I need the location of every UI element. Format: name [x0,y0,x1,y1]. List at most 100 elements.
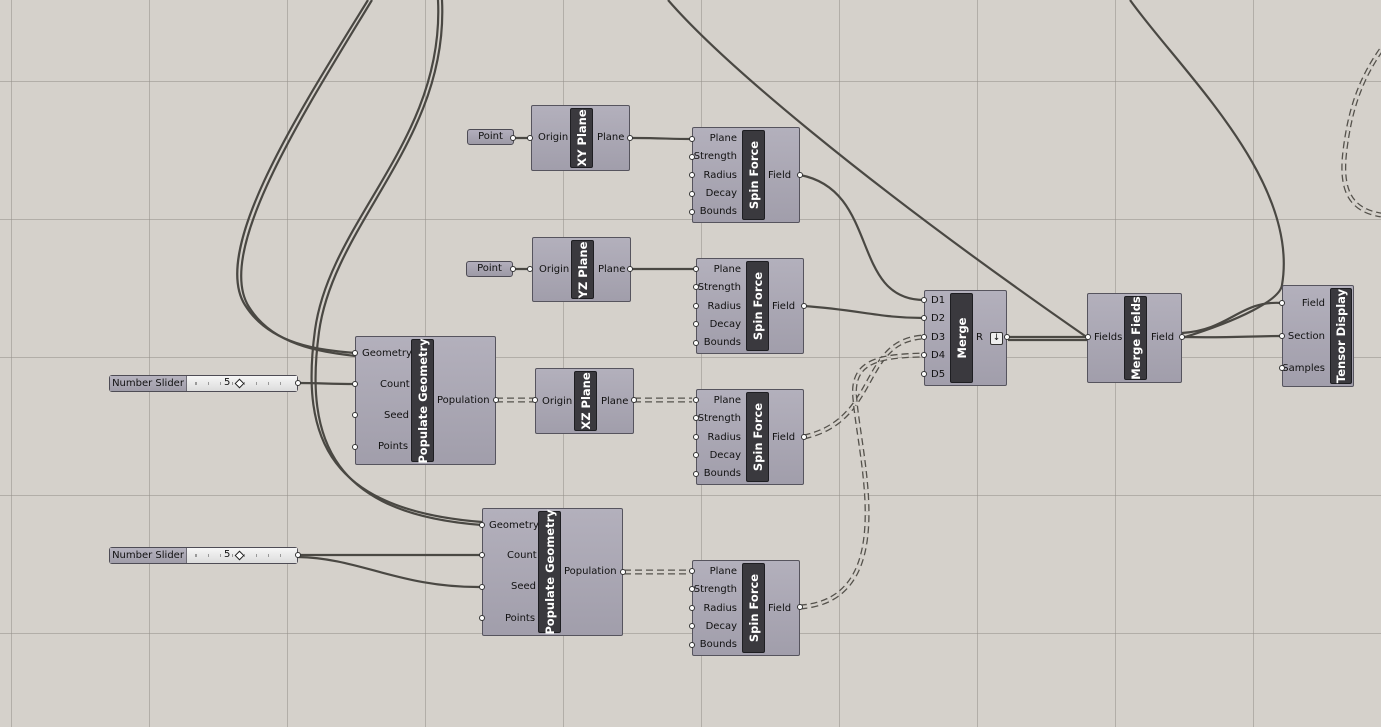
wire-grip[interactable] [479,615,485,621]
wire-grip[interactable] [689,172,695,178]
wire-grip[interactable] [352,444,358,450]
wire-grip[interactable] [627,266,633,272]
wire-grip[interactable] [479,552,485,558]
slider-knob-icon[interactable] [234,550,245,561]
input-strength: Strength [693,584,737,595]
wire [314,0,483,527]
wire-grip[interactable] [510,266,516,272]
wire-grip[interactable] [352,412,358,418]
wire-grip[interactable] [801,303,807,309]
slider-track[interactable]: 5 [187,548,297,563]
input-plane: Plane [709,133,737,144]
spin-force-component[interactable]: Plane Strength Radius Decay Bounds Spin … [692,560,800,656]
wire-grip[interactable] [797,604,803,610]
input-samples: Samples [1282,363,1325,374]
wire-grip[interactable] [689,568,695,574]
input-field: Field [1301,298,1325,309]
wire-grip[interactable] [479,522,485,528]
wire-grip[interactable] [1085,334,1091,340]
spin-force-component[interactable]: Plane Strength Radius Decay Bounds Spin … [696,389,804,485]
wire-grip[interactable] [693,303,699,309]
wire-grip[interactable] [527,266,533,272]
wire-grip[interactable] [689,623,695,629]
slider-knob-icon[interactable] [234,378,245,389]
yz-plane-component[interactable]: Origin YZ Plane Plane [532,237,631,302]
input-plane: Plane [713,395,741,406]
wire-grip[interactable] [689,154,695,160]
populate-geometry-component[interactable]: Geometry Count Seed Points Populate Geom… [482,508,623,636]
flatten-arrow-icon[interactable]: ↓ [990,332,1003,345]
wire-grip[interactable] [693,397,699,403]
populate-geometry-component[interactable]: Geometry Count Seed Points Populate Geom… [355,336,496,465]
wire-grip[interactable] [352,381,358,387]
wire-grip[interactable] [479,584,485,590]
wire-grip[interactable] [689,642,695,648]
point-param[interactable]: Point [466,261,513,277]
output-plane: Plane [598,264,626,275]
spin-force-component[interactable]: Plane Strength Radius Decay Bounds Spin … [696,258,804,354]
wire-grip[interactable] [1004,334,1010,340]
wire-grip[interactable] [1179,334,1185,340]
wire-multi [803,334,925,440]
wire-grip[interactable] [493,397,499,403]
input-strength: Strength [697,282,741,293]
component-nickname: XZ Plane [574,371,597,431]
wire [297,555,483,589]
wire-grip[interactable] [693,415,699,421]
wire-grip[interactable] [797,172,803,178]
input-d3: D3 [931,332,946,343]
wire-multi [799,352,925,610]
xy-plane-component[interactable]: Origin XY Plane Plane [531,105,630,171]
wire-grip[interactable] [693,321,699,327]
wire-grip[interactable] [1279,365,1285,371]
xz-plane-component[interactable]: Origin XZ Plane Plane [535,368,634,434]
wire-grip[interactable] [693,284,699,290]
wire-grip[interactable] [693,471,699,477]
merge-fields-component[interactable]: Fields Merge Fields Field [1087,293,1182,383]
input-bounds: Bounds [703,337,741,348]
wire-grip[interactable] [510,135,516,141]
merge-component[interactable]: D1 D2 D3 D4 D5 Merge R ↓ [924,290,1007,386]
wire [297,381,356,386]
wire [236,0,369,355]
wire-grip[interactable] [921,352,927,358]
wire-grip[interactable] [801,434,807,440]
wire-grip[interactable] [921,315,927,321]
input-plane: Plane [713,264,741,275]
wire-grip[interactable] [693,452,699,458]
wire-grip[interactable] [627,135,633,141]
output-field: Field [772,432,796,443]
wire-grip[interactable] [921,297,927,303]
slider-value: 5 [224,549,231,560]
wire-grip[interactable] [1279,300,1285,306]
wire-grip[interactable] [532,397,538,403]
wire-grip[interactable] [1279,333,1285,339]
wire-grip[interactable] [352,350,358,356]
tensor-display-component[interactable]: Field Section Samples Tensor Display [1282,285,1354,387]
wire-grip[interactable] [689,191,695,197]
number-slider[interactable]: Number Slider 5 [109,375,298,392]
wire-grip[interactable] [295,552,301,558]
point-param[interactable]: Point [467,129,514,145]
component-nickname: Spin Force [742,130,765,220]
wire-grip[interactable] [689,605,695,611]
slider-track[interactable]: 5 [187,376,297,391]
number-slider[interactable]: Number Slider 5 [109,547,298,564]
wire-grip[interactable] [921,371,927,377]
input-d4: D4 [931,350,946,361]
wire-grip[interactable] [620,569,626,575]
wire-grip[interactable] [689,136,695,142]
wire-grip[interactable] [693,340,699,346]
wire-grip[interactable] [693,434,699,440]
wire-grip[interactable] [631,397,637,403]
wire-grip[interactable] [295,380,301,386]
input-bounds: Bounds [699,639,737,650]
wire-grip[interactable] [693,266,699,272]
spin-force-component[interactable]: Plane Strength Radius Decay Bounds Spin … [692,127,800,223]
wire-grip[interactable] [527,135,533,141]
wire-grip[interactable] [689,209,695,215]
output-field: Field [772,301,796,312]
wire-grip[interactable] [921,334,927,340]
wire-grip[interactable] [689,586,695,592]
